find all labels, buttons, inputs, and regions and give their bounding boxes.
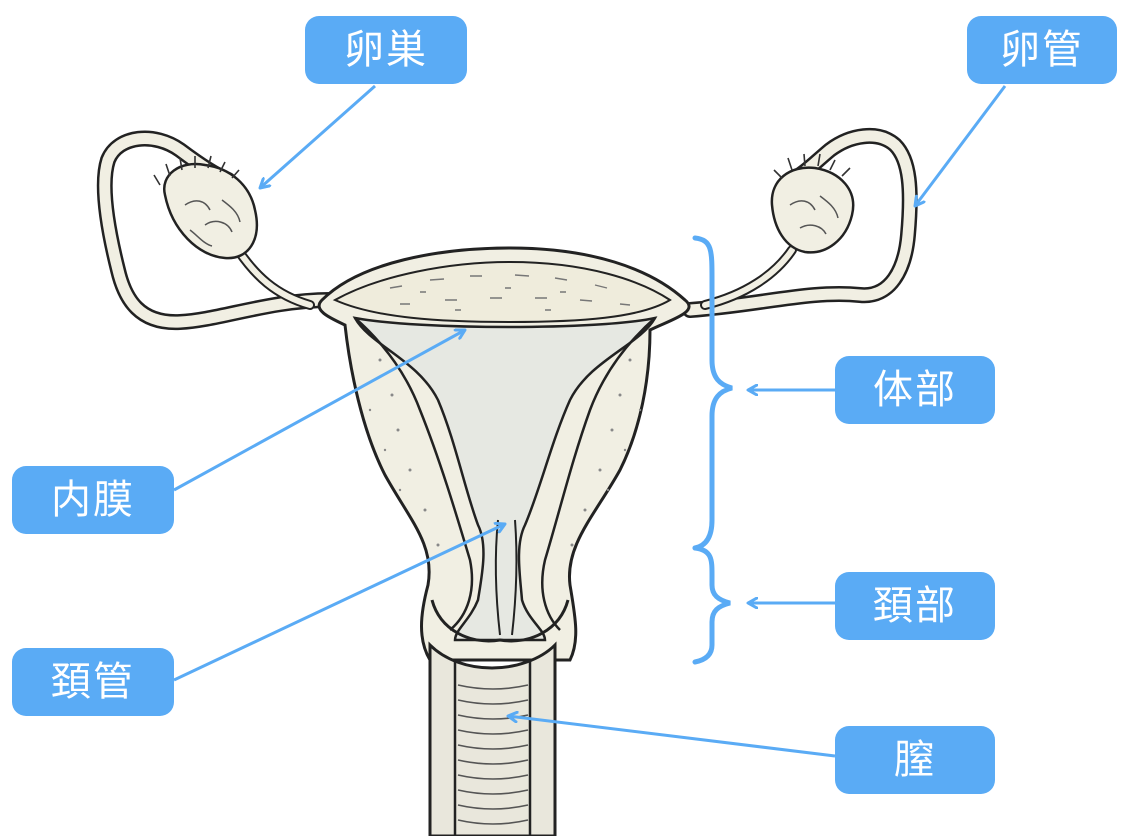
left-ovary	[154, 156, 257, 258]
label-cervical-canal: 頚管	[12, 648, 174, 716]
label-vagina: 膣	[835, 726, 995, 794]
body-bracket	[695, 238, 732, 548]
ovary-arrow	[260, 86, 375, 188]
tube-arrow	[915, 86, 1005, 206]
vagina	[430, 645, 555, 836]
label-endometrium: 内膜	[12, 466, 174, 534]
label-ovary: 卵巣	[305, 16, 467, 84]
cervix-bracket	[695, 548, 730, 662]
vagina-arrow	[508, 716, 835, 756]
label-uterine-body: 体部	[835, 356, 995, 424]
label-fallopian-tube: 卵管	[967, 16, 1117, 84]
right-ovary	[772, 154, 853, 252]
label-cervix: 頚部	[835, 572, 995, 640]
